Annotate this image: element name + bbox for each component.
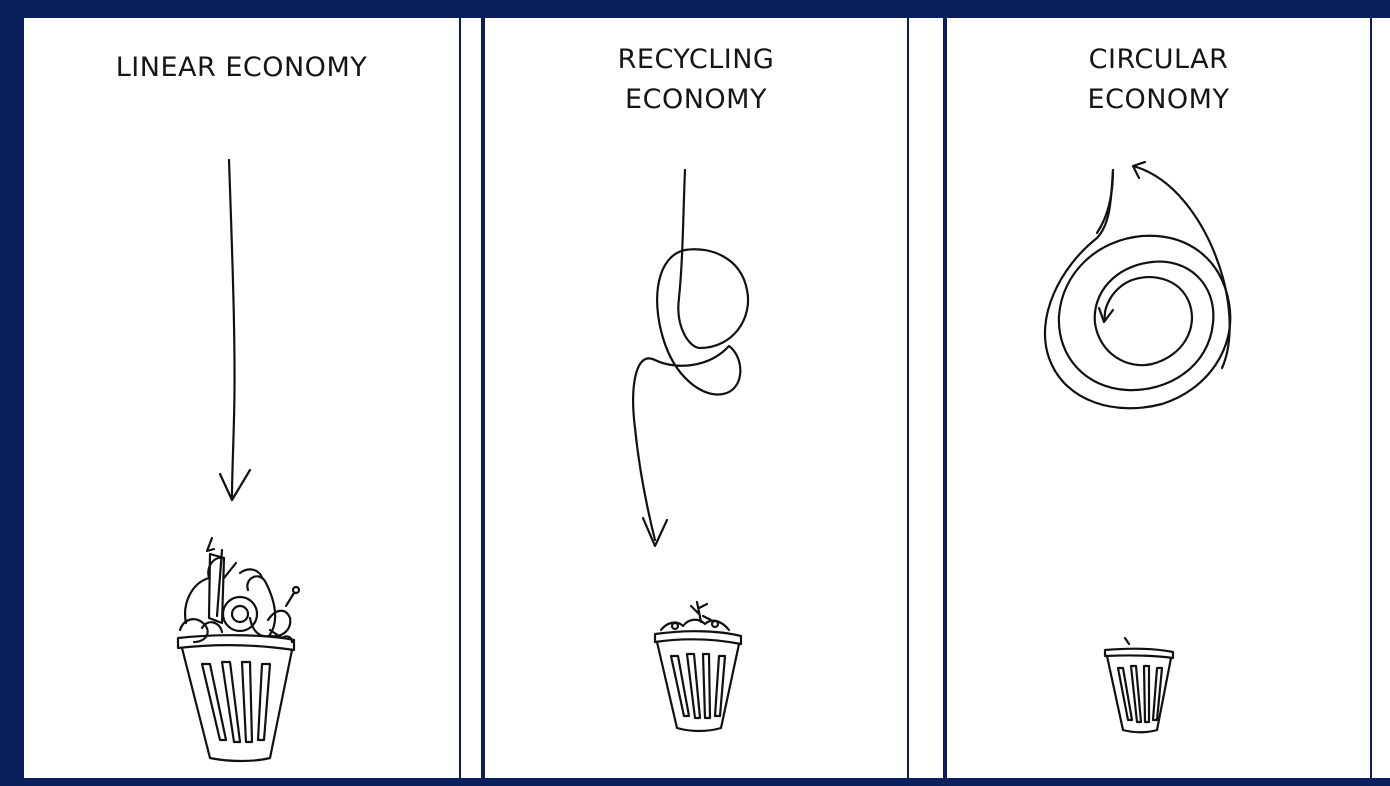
spiral-loop-arrow-icon xyxy=(1043,160,1232,410)
partially-filled-trash-bin-icon xyxy=(653,600,743,733)
panel-gutter xyxy=(909,18,945,778)
panel-circular-economy: CIRCULAR ECONOMY xyxy=(947,18,1372,778)
looping-down-arrow-icon xyxy=(632,168,750,548)
overflowing-trash-bin-icon xyxy=(176,536,301,763)
panel-gutter xyxy=(461,18,483,778)
panel-recycling-economy: RECYCLING ECONOMY xyxy=(485,18,909,778)
panel-linear-economy: LINEAR ECONOMY xyxy=(24,18,461,778)
panel-title: CIRCULAR ECONOMY xyxy=(1087,44,1230,115)
panel-title: RECYCLING ECONOMY xyxy=(617,44,775,115)
nearly-empty-trash-bin-icon xyxy=(1103,636,1175,734)
straight-down-arrow-icon xyxy=(218,158,252,502)
panel-edge xyxy=(1372,18,1390,778)
panel-title: LINEAR ECONOMY xyxy=(115,52,368,83)
